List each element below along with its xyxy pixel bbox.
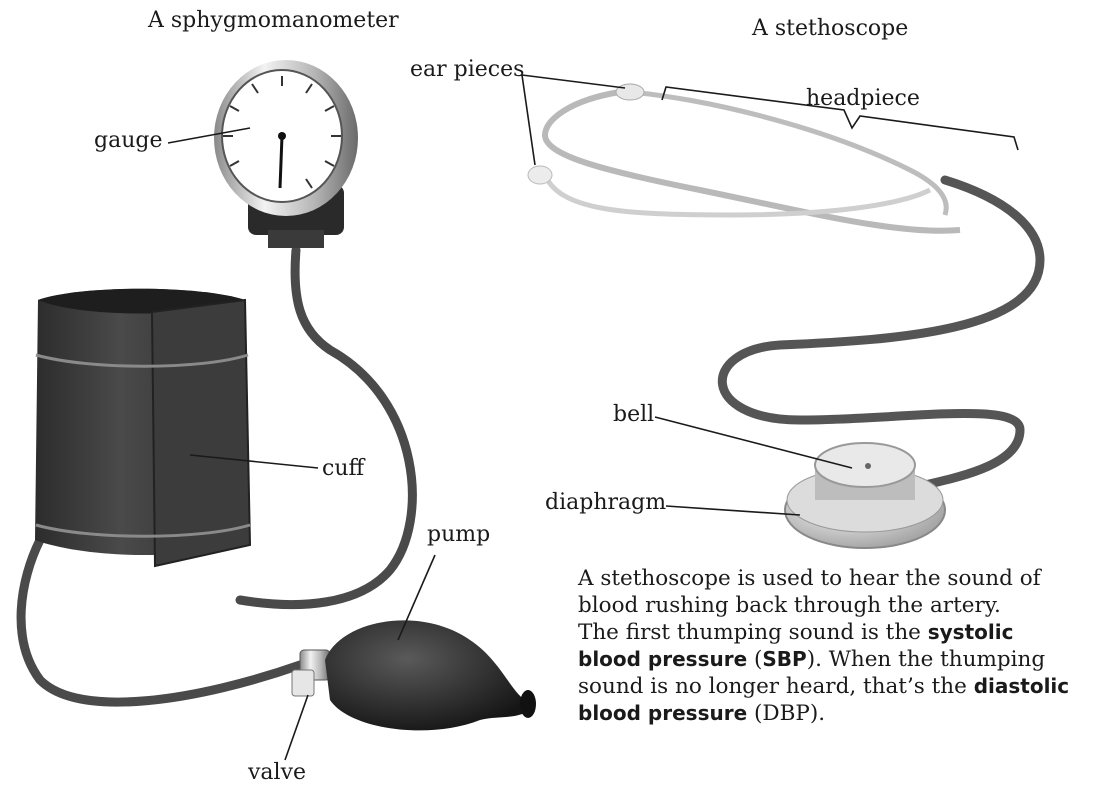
pump [325, 620, 536, 730]
gauge-needle [280, 136, 282, 188]
cuff [35, 289, 250, 566]
caption-line-1: A stethoscope is used to hear the sound … [578, 565, 1088, 592]
caption-blood-pressure-2: blood pressure [578, 701, 747, 725]
caption-line-3: The first thumping sound is the systolic [578, 619, 1088, 646]
pump-label: pump [427, 522, 490, 547]
headpiece-label: headpiece [806, 86, 920, 111]
ear-pieces-leader-a [522, 75, 625, 88]
gauge-label: gauge [94, 128, 162, 153]
caption-line-5: sound is no longer heard, that’s the dia… [578, 673, 1088, 700]
stethoscope-title: A stethoscope [752, 16, 908, 41]
caption-line-5-text: sound is no longer heard, that’s the [578, 674, 974, 699]
valve-label: valve [248, 760, 306, 785]
bell-leader [655, 417, 852, 468]
caption-blood-pressure-1: blood pressure [578, 647, 747, 671]
caption-paragraph: A stethoscope is used to hear the sound … [578, 565, 1088, 727]
cuff-label: cuff [322, 456, 364, 481]
ear-piece-right [616, 84, 644, 100]
caption-paren-open: ( [747, 647, 762, 672]
stethoscope [528, 84, 1040, 548]
ear-pieces-leader-b [522, 75, 535, 165]
sphygmomanometer [21, 60, 536, 730]
chest-piece [785, 443, 945, 548]
caption-systolic: systolic [928, 620, 1014, 644]
caption-line-6-text: (DBP). [747, 701, 825, 726]
sphygmomanometer-title: A sphygmomanometer [148, 8, 399, 33]
caption-line-4: blood pressure (SBP). When the thumping [578, 646, 1088, 673]
ear-piece-left [528, 166, 552, 184]
caption-line-2: blood rushing back through the artery. [578, 592, 1088, 619]
gauge [214, 60, 358, 248]
valve [292, 650, 330, 696]
caption-line-6: blood pressure (DBP). [578, 700, 1088, 727]
gauge-tube [240, 250, 412, 605]
bell-label: bell [613, 402, 654, 427]
caption-sbp: SBP [762, 647, 806, 671]
caption-line-3-text: The first thumping sound is the [578, 620, 928, 645]
diaphragm-label: diaphragm [545, 490, 666, 515]
diaphragm-leader [666, 506, 800, 515]
valve-leader [285, 695, 308, 760]
ear-pieces-label: ear pieces [410, 57, 524, 82]
caption-line-4-text: ). When the thumping [807, 647, 1045, 672]
caption-diastolic: diastolic [974, 674, 1069, 698]
bell [815, 443, 915, 487]
